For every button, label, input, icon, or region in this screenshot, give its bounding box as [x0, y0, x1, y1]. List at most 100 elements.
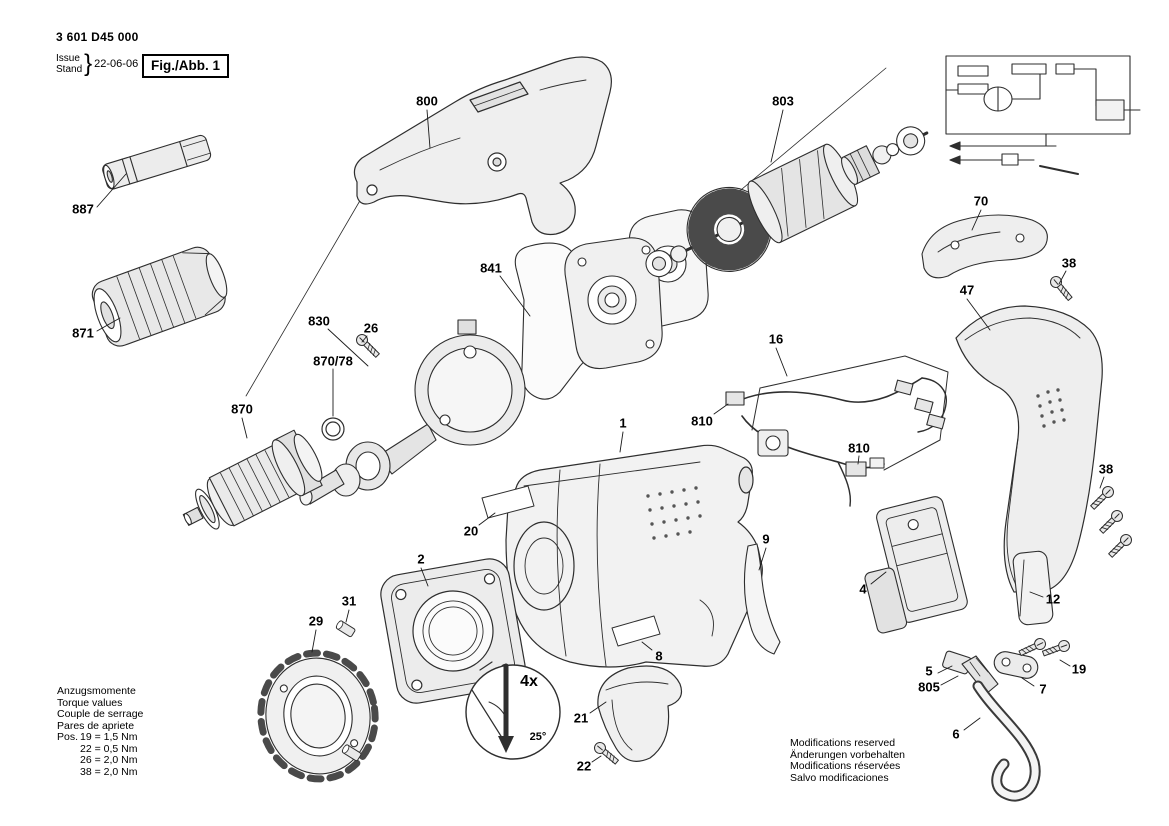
- part-callout-841: 841: [480, 260, 502, 276]
- part-805-cord-grip: [942, 650, 999, 695]
- part-callout-26: 26: [363, 320, 379, 336]
- leader-line-31: [345, 609, 350, 623]
- part-callout-9: 9: [762, 531, 770, 547]
- part-callout-2: 2: [417, 551, 425, 567]
- leader-line-9: [758, 547, 767, 571]
- torque-entry: 38 = 2,0 Nm: [80, 765, 138, 778]
- torque-note-line: Pares de apriete: [57, 719, 135, 732]
- part-callout-870: 870: [231, 401, 253, 417]
- torque-note-line: Anzugsmomente: [57, 685, 136, 697]
- part-callout-19: 19: [1071, 661, 1087, 677]
- leader-line-20: [478, 512, 496, 526]
- leader-line-29: [311, 629, 317, 653]
- part-callout-38: 38: [1098, 461, 1114, 477]
- modifications-note: Modifications reserved Änderungen vorbeh…: [790, 737, 905, 784]
- issue-date: 22-06-06: [94, 58, 139, 70]
- title-block: 3 601 D45 000 Issue Stand } 22-06-06: [56, 30, 139, 78]
- part-callout-4: 4: [859, 581, 867, 597]
- leader-line-5: [937, 665, 953, 674]
- part-callout-21: 21: [573, 710, 589, 726]
- leader-line-800: [426, 109, 431, 149]
- part-callout-871: 871: [72, 325, 94, 341]
- part-callout-31: 31: [341, 593, 357, 609]
- part-803-armature: [645, 126, 929, 278]
- part-callout-6: 6: [952, 726, 960, 742]
- part-callout-810: 810: [848, 440, 870, 456]
- part-8-plate: [611, 615, 661, 647]
- wiring-diagram-inset: [945, 55, 1141, 175]
- part-20-plate: [481, 485, 535, 519]
- part-4-switch-module: [864, 496, 968, 634]
- leader-line-841: [499, 275, 531, 317]
- leader-line-810: [857, 455, 860, 465]
- leader-line-8: [641, 641, 653, 651]
- leader-line-4: [870, 571, 887, 585]
- part-callout-1: 1: [619, 415, 627, 431]
- part-callout-22: 22: [576, 758, 592, 774]
- modifications-line: Modifications réservées: [790, 760, 901, 772]
- stand-label: Stand: [56, 64, 83, 75]
- leader-line-19: [1059, 659, 1071, 667]
- leader-line-22: [591, 755, 602, 763]
- leader-line-47: [966, 298, 991, 331]
- leader-line-38: [1058, 270, 1067, 285]
- part-810-connector-b: [845, 457, 885, 477]
- part-callout-38: 38: [1061, 255, 1077, 271]
- part-47-handle-shell: [955, 305, 1103, 593]
- leader-line-16: [775, 347, 788, 377]
- part-6-power-cord: [972, 680, 1041, 802]
- part-12-cover: [1012, 550, 1054, 626]
- part-callout-29: 29: [308, 613, 324, 629]
- leader-line-38: [1099, 476, 1105, 489]
- issue-label: Issue: [56, 53, 80, 64]
- part-callout-7: 7: [1039, 681, 1047, 697]
- part-800-nose-housing: [353, 56, 612, 236]
- leader-line-12: [1029, 591, 1044, 598]
- leader-line-6: [963, 717, 981, 731]
- part-callout-803: 803: [772, 93, 794, 109]
- part-2-stator: [380, 558, 526, 704]
- leader-line-1: [619, 431, 624, 453]
- torque-annotation: [465, 661, 561, 760]
- part-870-78-o-ring: [321, 417, 345, 441]
- part-callout-810: 810: [691, 413, 713, 429]
- leader-line-871: [96, 317, 121, 332]
- multiplier-label: 4x: [520, 673, 538, 690]
- leader-line-7: [1021, 677, 1035, 687]
- torque-entry: 22 = 0,5 Nm: [80, 742, 138, 755]
- part-callout-5: 5: [925, 663, 933, 679]
- modifications-line: Salvo modificaciones: [790, 771, 889, 784]
- leader-line-803: [770, 109, 784, 163]
- part-810-connector-a: [725, 391, 745, 406]
- part-callout-830: 830: [308, 313, 330, 329]
- torque-entry: Pos.19 = 1,5 Nm: [57, 731, 138, 743]
- part-callout-870/78: 870/78: [313, 353, 353, 369]
- part-callout-12: 12: [1045, 591, 1061, 607]
- part-870-clutch: [182, 429, 323, 530]
- part-70-cover-plate: [921, 214, 1048, 279]
- part-callout-800: 800: [416, 93, 438, 109]
- part-callout-16: 16: [768, 331, 784, 347]
- angle-label: 25°: [529, 731, 547, 743]
- part-1-motor-housing: [505, 444, 763, 668]
- type-number: 3 601 D45 000: [56, 30, 139, 44]
- leader-lines-layer: [96, 109, 1105, 763]
- leader-line-830: [327, 328, 369, 367]
- figure-label: Fig./Abb. 1: [142, 54, 229, 78]
- leader-line-870: [241, 417, 248, 439]
- part-callout-805: 805: [918, 679, 940, 695]
- part-887-bit-holder: [102, 134, 212, 190]
- torque-note-line: Torque values: [57, 696, 123, 709]
- part-callout-70: 70: [973, 193, 989, 209]
- torque-note-line: Couple de serrage: [57, 708, 144, 720]
- part-29-adjusting-ring: [257, 649, 379, 783]
- leader-line-810: [713, 403, 729, 415]
- torque-entry: 26 = 2,0 Nm: [80, 754, 138, 766]
- brace-glyph: }: [84, 50, 93, 77]
- leader-line-805: [940, 675, 959, 686]
- part-callout-47: 47: [959, 282, 975, 298]
- part-callout-887: 887: [72, 201, 94, 217]
